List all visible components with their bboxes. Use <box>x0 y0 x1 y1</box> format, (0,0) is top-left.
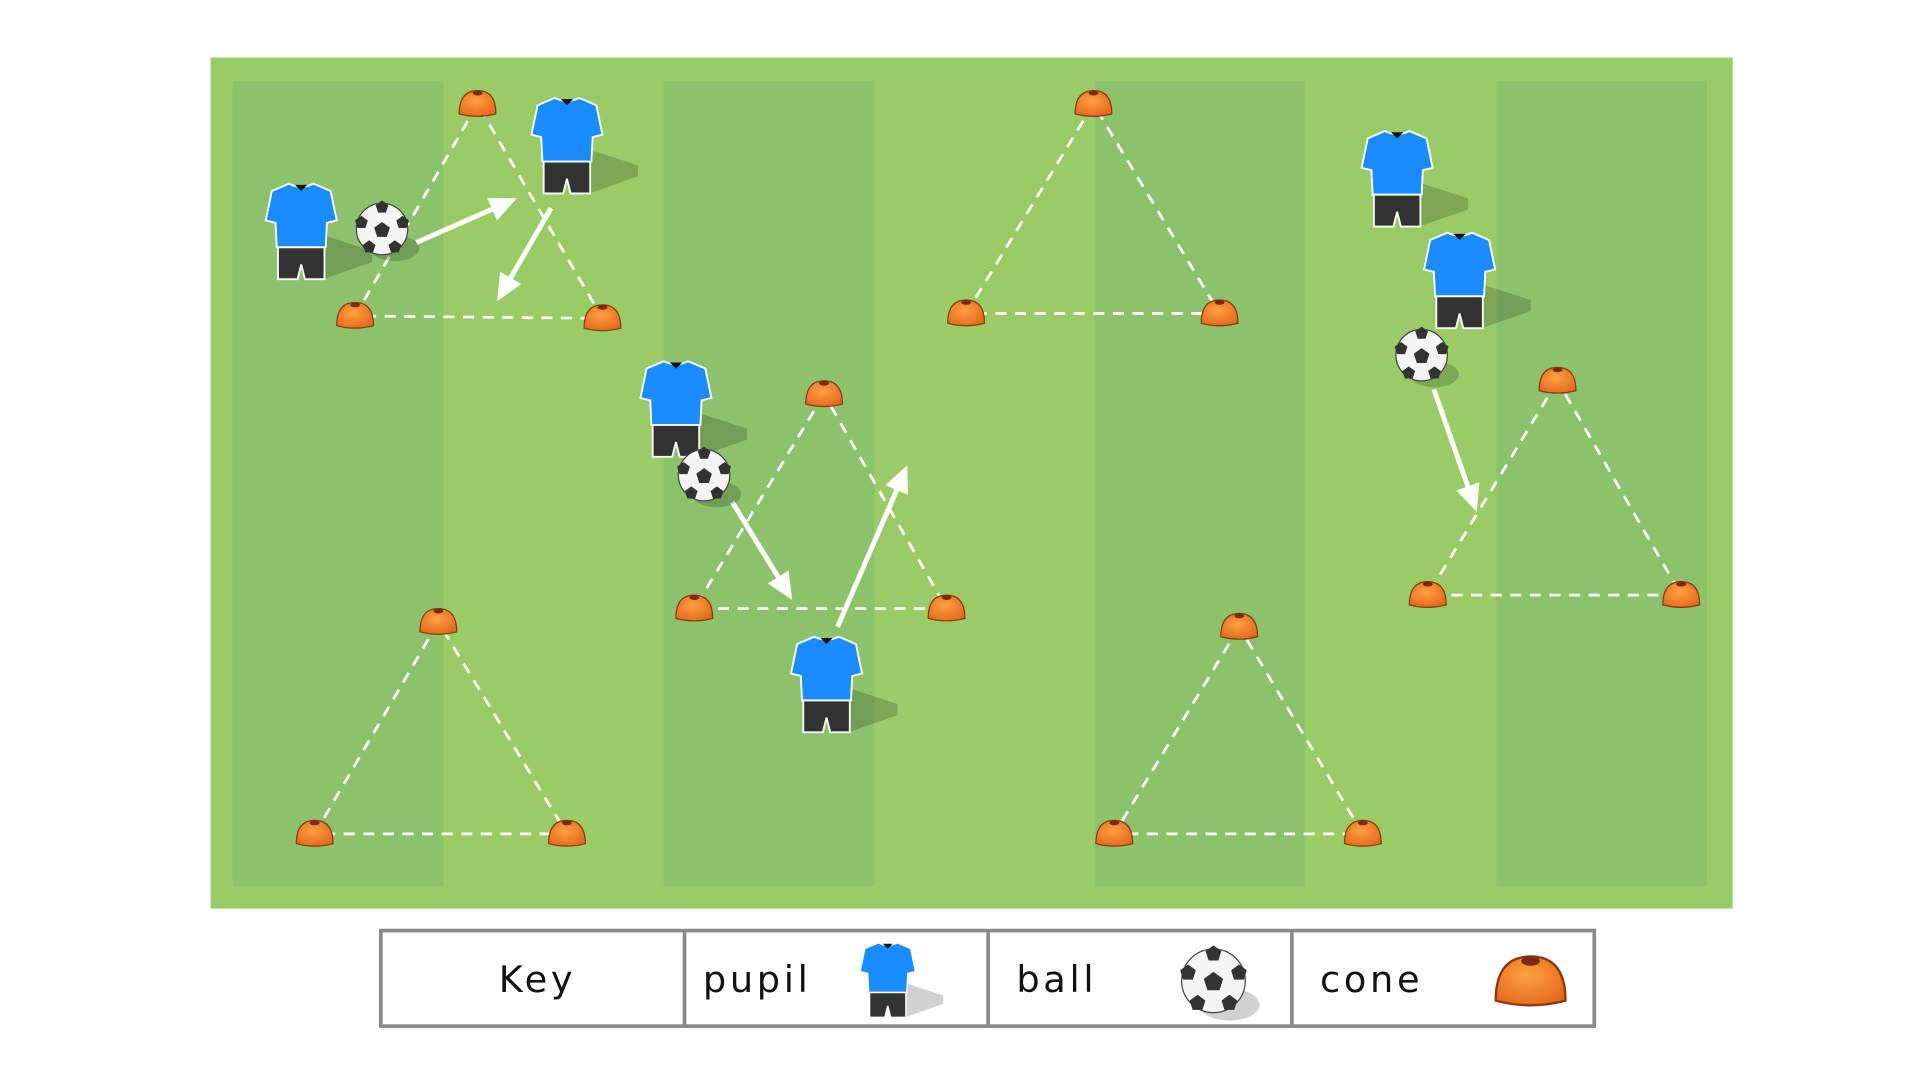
cone-icon <box>947 299 986 327</box>
key-label-ball: ball <box>1016 958 1097 1001</box>
pupil-shirt-icon <box>264 182 373 281</box>
pupil-shirt-icon <box>789 635 898 734</box>
cone-icon <box>1220 612 1259 640</box>
cone-icon <box>675 594 714 622</box>
pass-arrow <box>497 206 554 302</box>
pitch-stripe <box>1496 80 1707 887</box>
cone-triangle-line <box>352 101 605 320</box>
key-label-pupil: pupil <box>703 958 812 1001</box>
cone-icon <box>1200 299 1239 327</box>
pupil-shirt-icon <box>1360 130 1469 228</box>
pupil-shirt-icon <box>859 942 944 1019</box>
pitch-stripe <box>232 80 444 887</box>
key-title: Key <box>499 958 577 1001</box>
cone-triangle-line <box>312 619 570 836</box>
cone-icon <box>1095 819 1134 847</box>
cone-icon <box>458 89 497 117</box>
pupil-shirt-icon <box>530 96 638 195</box>
cone-icon <box>1538 366 1577 394</box>
cone-icon <box>1074 89 1113 117</box>
cone-icon <box>295 819 334 847</box>
football-icon <box>1180 945 1260 1021</box>
pupil-shirt-icon <box>1423 231 1531 330</box>
cone-icon <box>336 301 375 329</box>
pass-arrow <box>835 465 908 628</box>
cone-triangle-line <box>1111 624 1366 836</box>
pass-arrow <box>1431 388 1480 512</box>
pass-arrow <box>415 197 517 245</box>
cone-triangle-line <box>691 391 949 610</box>
cone-triangle-line <box>1425 378 1684 597</box>
cone-icon <box>805 380 844 408</box>
cone-icon <box>1662 581 1701 608</box>
cone-icon <box>583 304 622 332</box>
cone-triangle-line <box>963 101 1222 315</box>
pass-arrow <box>730 500 793 600</box>
cone-icon <box>547 819 586 847</box>
football-icon <box>355 200 420 262</box>
cone-icon <box>1494 955 1567 1007</box>
pupil-shirt-icon <box>639 360 747 458</box>
cone-icon <box>927 594 966 622</box>
key-label-cone: cone <box>1320 958 1423 1001</box>
key-table: Key pupil ball cone <box>378 928 1597 1028</box>
football-icon <box>677 446 742 508</box>
cone-icon <box>419 607 458 635</box>
cone-icon <box>1343 819 1382 847</box>
football-icon <box>1394 326 1459 388</box>
pitch-stripe <box>1094 80 1306 887</box>
cone-icon <box>1408 581 1447 608</box>
